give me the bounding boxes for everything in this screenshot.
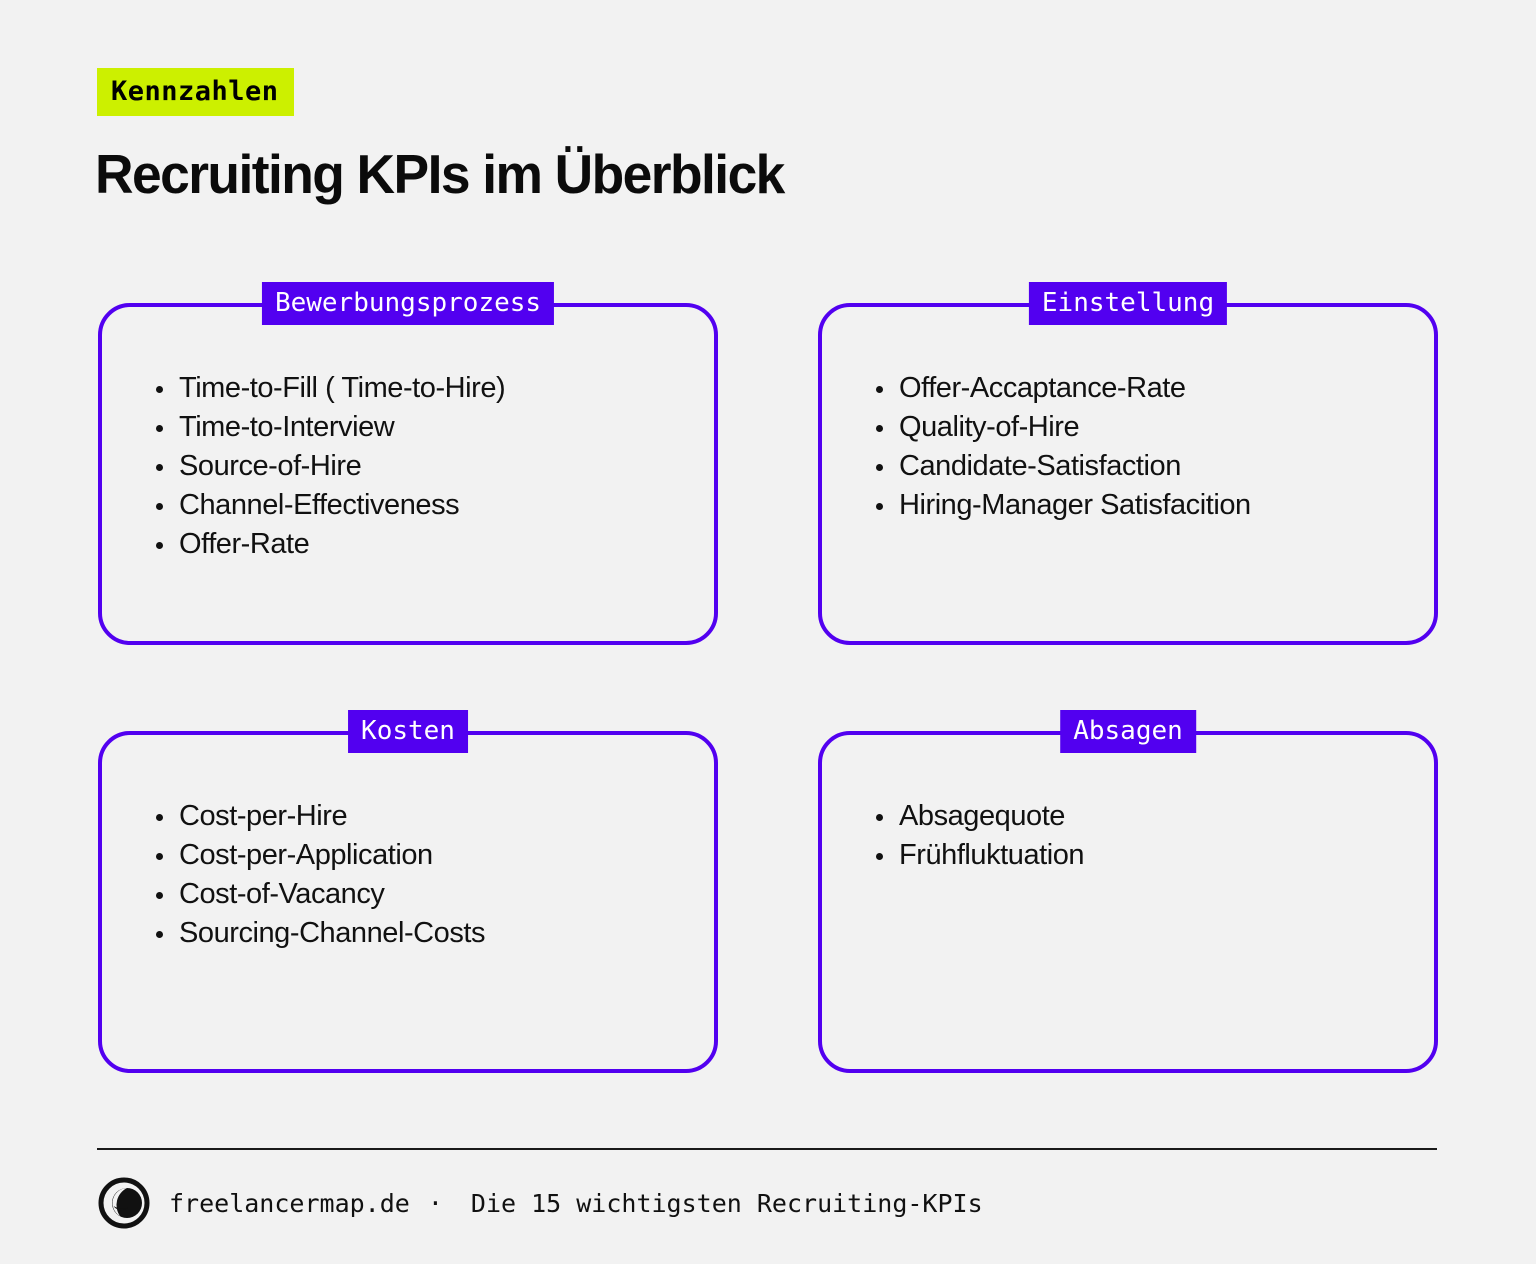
list-item: Absagequote [874, 797, 1410, 836]
list-item: Time-to-Fill ( Time-to-Hire) [154, 369, 690, 408]
list-item-label: Frühfluktuation [899, 839, 1085, 871]
bullet-icon [876, 503, 883, 510]
kpi-card-kosten: Kosten Cost-per-Hire Cost-per-Applicatio… [98, 710, 718, 1073]
list-item: Cost-per-Hire [154, 797, 690, 836]
list-item: Hiring-Manager Satisfacition [874, 486, 1410, 525]
kpi-card-einstellung: Einstellung Offer-Accaptance-Rate Qualit… [818, 282, 1438, 645]
bullet-icon [876, 464, 883, 471]
kpi-list-kosten: Cost-per-Hire Cost-per-Application Cost-… [154, 797, 690, 953]
list-item: Time-to-Interview [154, 408, 690, 447]
list-item-label: Cost-per-Hire [179, 800, 348, 832]
list-item-label: Source-of-Hire [179, 450, 362, 482]
list-item: Frühfluktuation [874, 836, 1410, 875]
kpi-card-absagen: Absagen Absagequote Frühfluktuation [818, 710, 1438, 1073]
bullet-icon [876, 386, 883, 393]
list-item: Offer-Rate [154, 525, 690, 564]
list-item: Channel-Effectiveness [154, 486, 690, 525]
footer-brand: freelancermap.de [169, 1188, 410, 1218]
freelancermap-logo-icon [98, 1177, 150, 1229]
footer-divider [97, 1148, 1437, 1150]
card-badge-absagen: Absagen [1060, 710, 1196, 753]
list-item: Cost-of-Vacancy [154, 875, 690, 914]
list-item: Quality-of-Hire [874, 408, 1410, 447]
kpi-list-einstellung: Offer-Accaptance-Rate Quality-of-Hire Ca… [874, 369, 1410, 525]
list-item-label: Sourcing-Channel-Costs [179, 917, 486, 949]
page-title: Recruiting KPIs im Überblick [95, 143, 785, 205]
bullet-icon [156, 425, 163, 432]
list-item-label: Offer-Accaptance-Rate [899, 372, 1186, 404]
bullet-icon [876, 425, 883, 432]
kpi-list-absagen: Absagequote Frühfluktuation [874, 797, 1410, 875]
list-item-label: Offer-Rate [179, 528, 310, 560]
bullet-icon [156, 892, 163, 899]
list-item-label: Quality-of-Hire [899, 411, 1080, 443]
bullet-icon [156, 542, 163, 549]
bullet-icon [156, 814, 163, 821]
list-item: Sourcing-Channel-Costs [154, 914, 690, 953]
card-slot-kosten: Kosten Cost-per-Hire Cost-per-Applicatio… [98, 710, 718, 1073]
card-badge-bewerbungsprozess: Bewerbungsprozess [261, 282, 555, 325]
list-item-label: Time-to-Interview [179, 411, 395, 443]
footer-separator: · [427, 1188, 443, 1218]
eyebrow-badge: Kennzahlen [97, 68, 294, 116]
footer-caption: Die 15 wichtigsten Recruiting-KPIs [470, 1188, 983, 1218]
card-slot-einstellung: Einstellung Offer-Accaptance-Rate Qualit… [818, 282, 1438, 645]
bullet-icon [156, 386, 163, 393]
card-badge-einstellung: Einstellung [1028, 282, 1228, 325]
list-item: Candidate-Satisfaction [874, 447, 1410, 486]
list-item: Cost-per-Application [154, 836, 690, 875]
kpi-card-bewerbungsprozess: Bewerbungsprozess Time-to-Fill ( Time-to… [98, 282, 718, 645]
card-slot-absagen: Absagen Absagequote Frühfluktuation [818, 710, 1438, 1073]
list-item: Source-of-Hire [154, 447, 690, 486]
list-item-label: Candidate-Satisfaction [899, 450, 1181, 482]
bullet-icon [876, 814, 883, 821]
list-item: Offer-Accaptance-Rate [874, 369, 1410, 408]
kpi-list-bewerbungsprozess: Time-to-Fill ( Time-to-Hire) Time-to-Int… [154, 369, 690, 564]
footer: freelancermap.de · Die 15 wichtigsten Re… [97, 1176, 983, 1230]
list-item-label: Absagequote [899, 800, 1065, 832]
list-item-label: Cost-of-Vacancy [179, 878, 385, 910]
list-item-label: Time-to-Fill ( Time-to-Hire) [179, 372, 506, 404]
bullet-icon [156, 931, 163, 938]
bullet-icon [156, 503, 163, 510]
list-item-label: Hiring-Manager Satisfacition [899, 489, 1251, 521]
bullet-icon [156, 853, 163, 860]
card-badge-kosten: Kosten [348, 710, 468, 753]
card-slot-bewerbungsprozess: Bewerbungsprozess Time-to-Fill ( Time-to… [98, 282, 718, 645]
list-item-label: Channel-Effectiveness [179, 489, 460, 521]
list-item-label: Cost-per-Application [179, 839, 433, 871]
bullet-icon [876, 853, 883, 860]
bullet-icon [156, 464, 163, 471]
